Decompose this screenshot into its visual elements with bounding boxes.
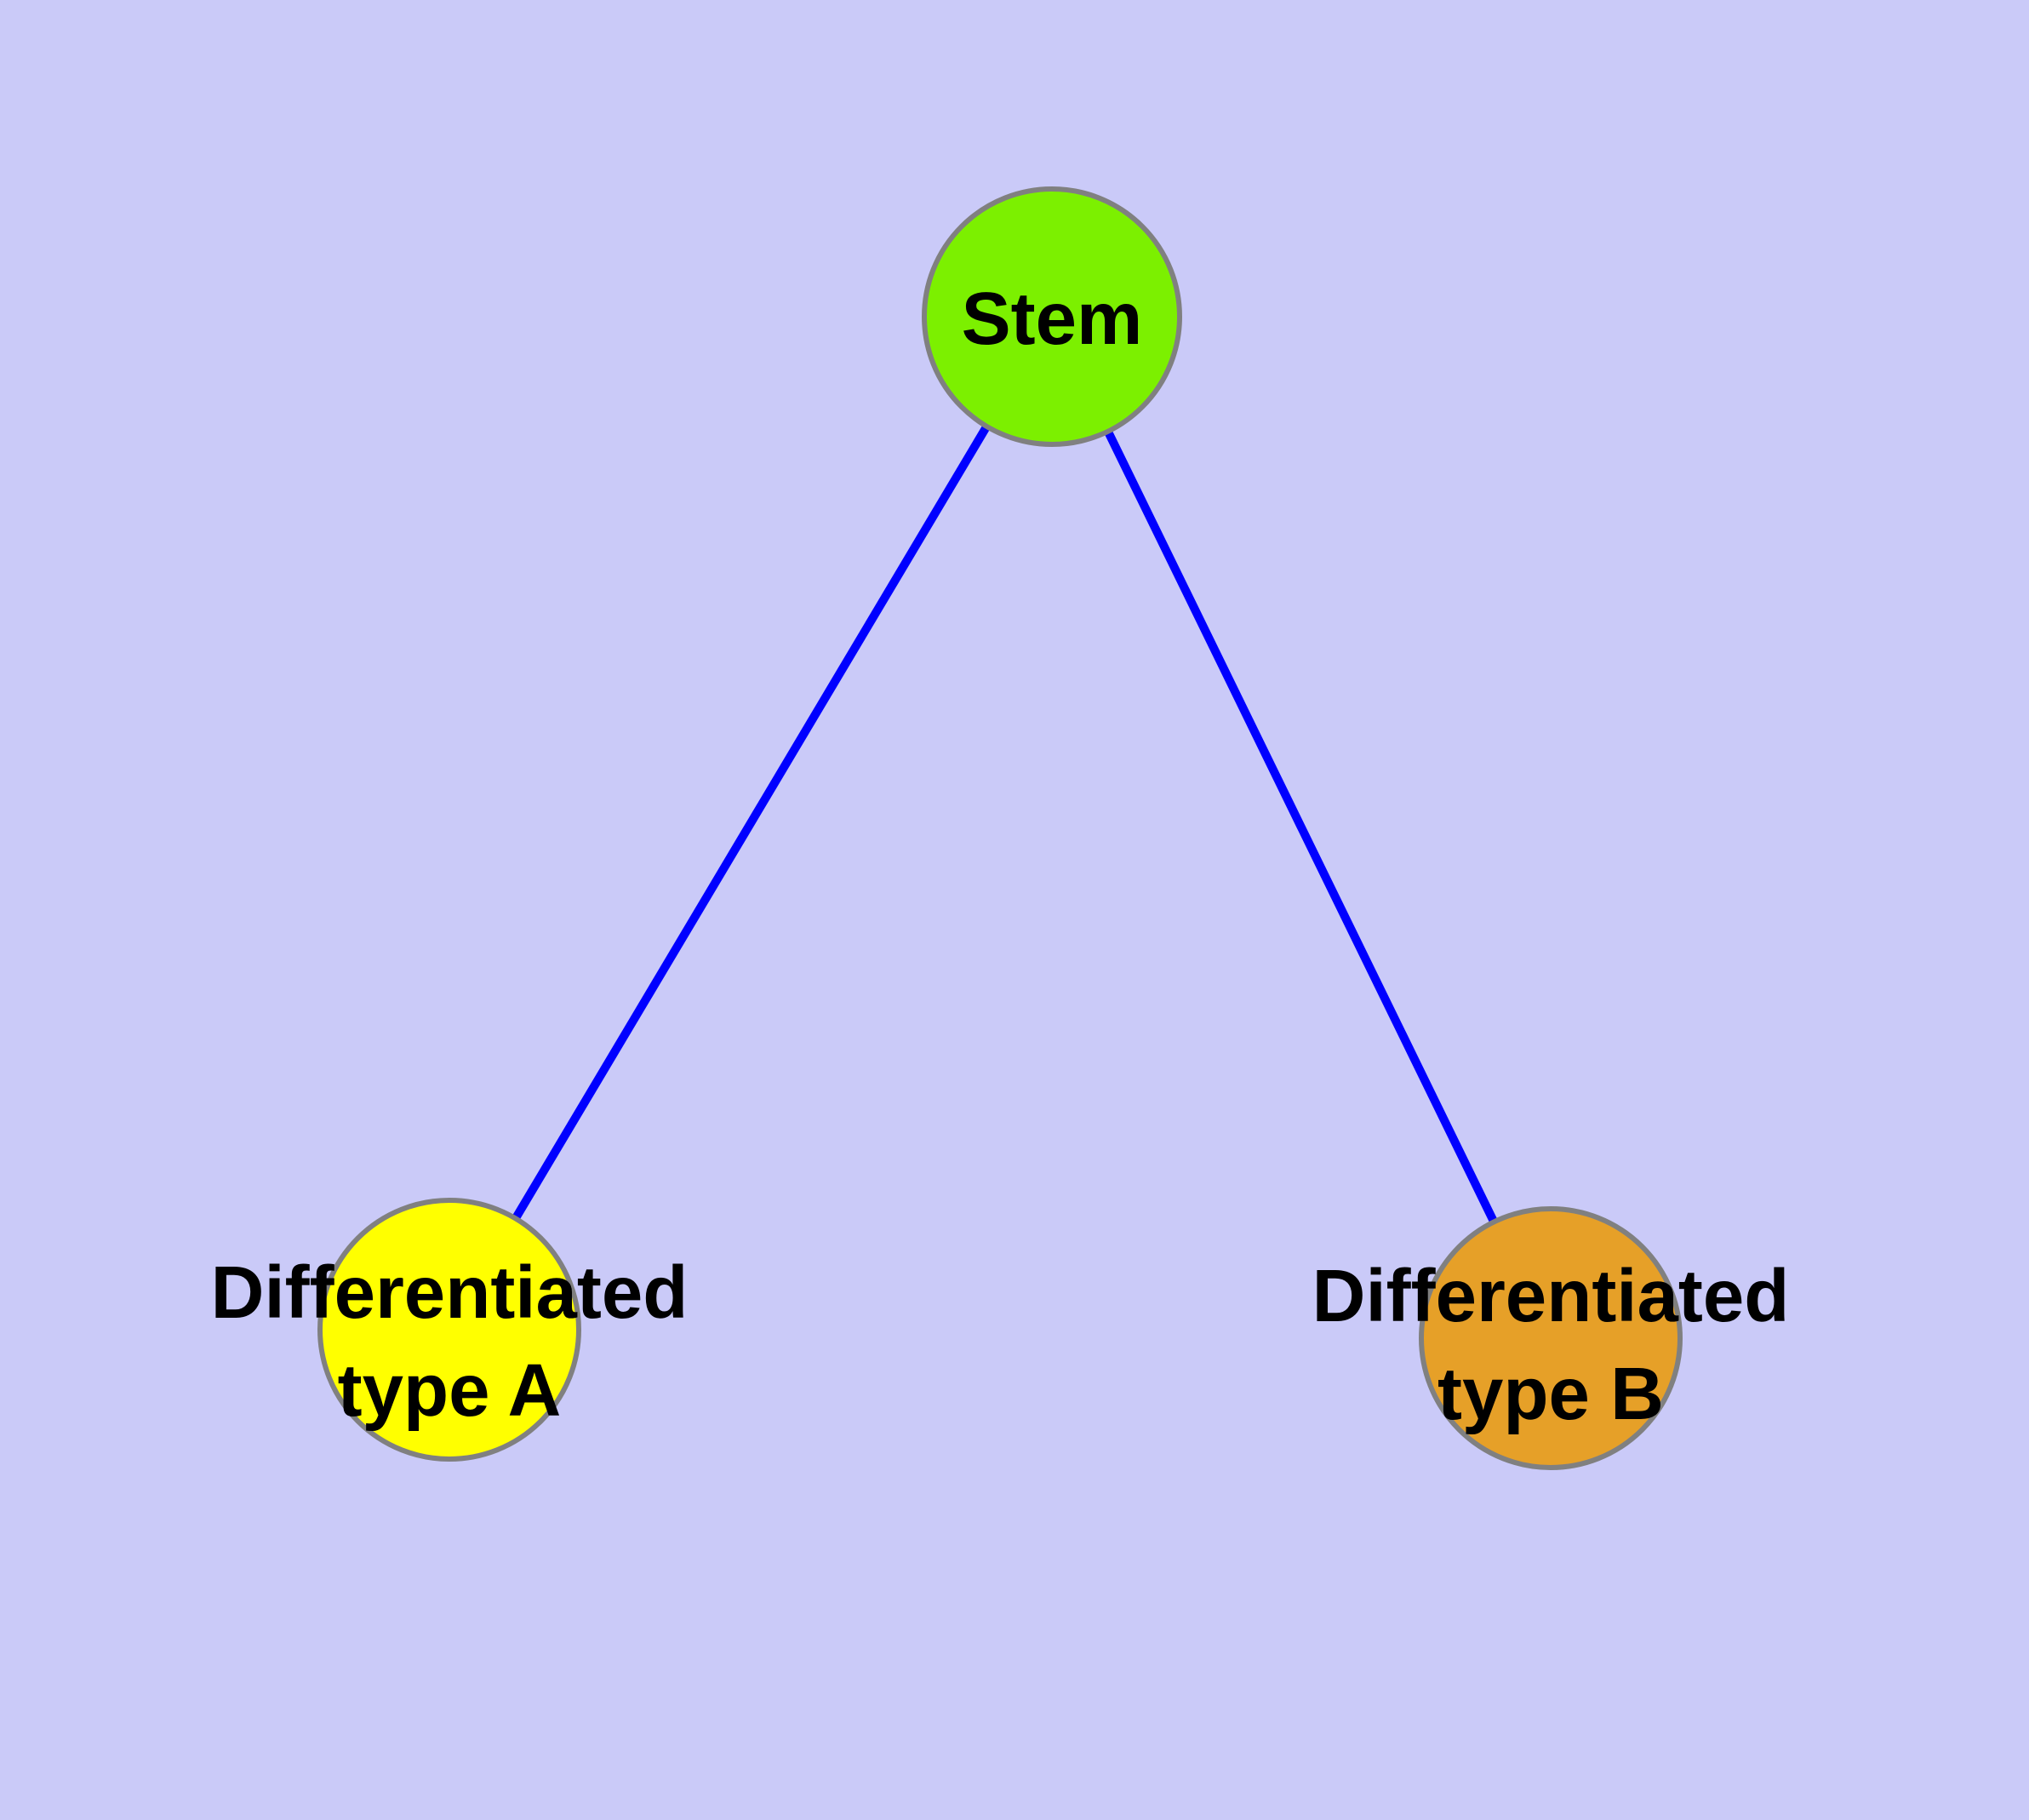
- node-type-a-label-line1: Differentiated: [211, 1251, 689, 1334]
- node-type-b-label-line1: Differentiated: [1312, 1255, 1790, 1337]
- node-differentiated-type-b: [1419, 1206, 1683, 1470]
- node-stem-label: Stem: [962, 278, 1143, 360]
- node-type-a-label-line2: type A: [338, 1349, 562, 1432]
- edge-stem-to-type-b: [1048, 314, 1555, 1341]
- edge-stem-to-type-a: [445, 314, 1056, 1332]
- node-type-b-label-line2: type B: [1437, 1353, 1664, 1435]
- node-differentiated-type-a: [317, 1198, 581, 1462]
- node-stem: [922, 186, 1182, 447]
